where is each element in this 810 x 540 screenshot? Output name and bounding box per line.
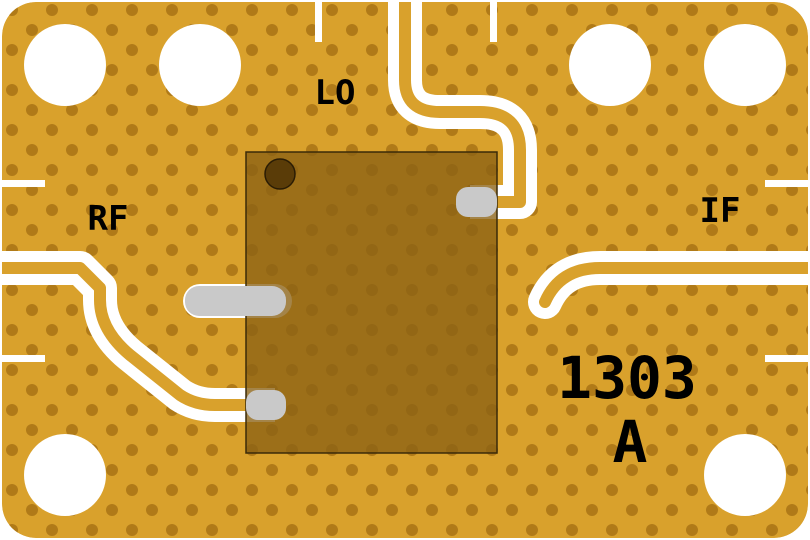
if-label: IF [700,191,741,231]
pad-rf [246,390,286,420]
rf-port-gap-top [2,180,45,187]
rf-trace [2,262,275,411]
part-number-label: 1303 [557,344,697,412]
lo-port-gap-right [490,2,497,42]
if-port-gap-bottom [765,355,808,362]
lo-label: LO [315,73,356,113]
lo-port-gap-left [315,2,322,42]
if-trace [539,262,808,308]
pad-mid [185,286,286,316]
lo-trace [399,2,526,208]
mounting-hole-top-right-2 [704,24,786,106]
revision-label: A [613,408,648,476]
mounting-hole-bottom-right [704,434,786,516]
mounting-hole-top-left [24,24,106,106]
mounting-hole-bottom-left [24,434,106,516]
pin1-marker [264,158,296,190]
ic-package [245,151,498,454]
mounting-hole-top-left-2 [159,24,241,106]
rf-label: RF [88,199,129,239]
rf-port-gap-bottom [2,355,45,362]
if-port-gap-top [765,180,808,187]
pad-lo [456,187,497,217]
mounting-hole-top-right [569,24,651,106]
